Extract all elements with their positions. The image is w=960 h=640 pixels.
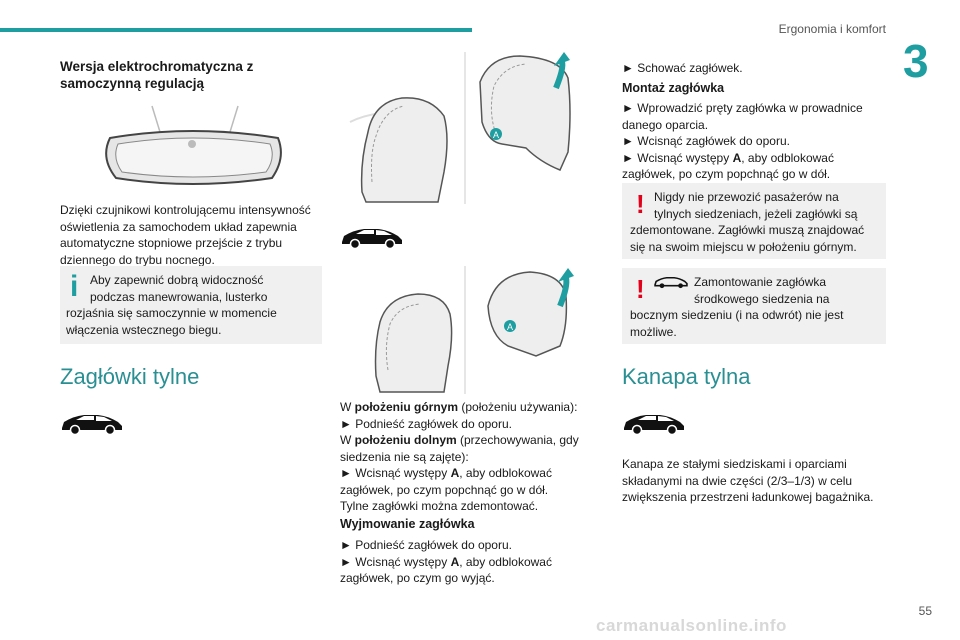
- headrest-illustration-lower: A: [374, 266, 574, 394]
- info-icon: i: [70, 270, 79, 303]
- mirror-description: Dzięki czujnikowi kontrolującemu intensy…: [60, 203, 311, 267]
- rear-bench-description: Kanapa ze stałymi siedziskami i oparciam…: [622, 457, 874, 504]
- page-number: 55: [918, 604, 932, 618]
- car-icon: [62, 415, 122, 436]
- installation-text: ► Wprowadzić pręty zagłówka w prowadnice…: [622, 101, 863, 181]
- warning-icon: !: [636, 189, 645, 219]
- chapter-number: 3: [903, 35, 929, 87]
- warning-2-lines-a: Zamontowanie zagłówka środkowego siedzen…: [694, 275, 830, 306]
- warning-1-lines-b: zdemontowane. Zagłówki muszą znajdować s…: [630, 223, 865, 254]
- removal-heading: Wyjmowanie zagłówka: [340, 517, 475, 531]
- info-box: i Aby zapewnić dobrą widoczność podczas …: [60, 266, 322, 344]
- watermark: carmanualsonline.info: [596, 616, 787, 635]
- mirror-heading: Wersja elektrochromatyczna z samoczynną …: [60, 59, 254, 91]
- headrest-illustration-suv-upper: A: [349, 52, 571, 204]
- warning-2-lines-b: bocznym siedzeniu (i na odwrót) nie jest…: [630, 308, 844, 339]
- small-car-icon: [654, 276, 688, 289]
- info-text-lines-1: Aby zapewnić dobrą widoczność podczas ma…: [90, 273, 268, 304]
- car-icon: [624, 415, 684, 436]
- warning-1-lines-a: Nigdy nie przewozić pasażerów na tylnych…: [654, 190, 858, 221]
- rear-headrests-heading: Zagłówki tylne: [60, 364, 200, 389]
- warning-box-1: ! Nigdy nie przewozić pasażerów na tylny…: [622, 183, 886, 259]
- warning-box-2: ! Zamontowanie zagłówka środkowego siedz…: [622, 268, 886, 344]
- rear-mirror-illustration: [105, 105, 282, 185]
- installation-heading: Montaż zagłówka: [622, 81, 725, 95]
- label-a-lower: A: [507, 322, 513, 332]
- section-title: Ergonomia i komfort: [778, 22, 886, 36]
- rear-bench-heading: Kanapa tylna: [622, 364, 751, 389]
- suv-car-icon: [342, 229, 402, 250]
- warning-icon: !: [636, 274, 645, 304]
- header-accent-bar: [0, 28, 472, 32]
- headrest-positions-text: W położeniu górnym (położeniu używania):…: [340, 400, 579, 513]
- stow-headrest-text: ► Schować zagłówek.: [622, 61, 743, 75]
- info-text-lines-2: rozjaśnia się samoczynnie w momencie włą…: [66, 306, 277, 337]
- removal-text: ► Podnieść zagłówek do oporu. ► Wcisnąć …: [340, 538, 552, 585]
- label-a: A: [493, 130, 499, 140]
